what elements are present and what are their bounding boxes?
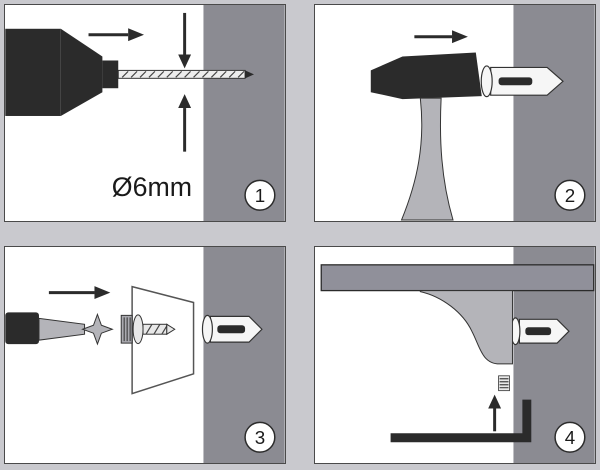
step-badge: 3 [244, 421, 276, 453]
corbel-bracket-icon [419, 290, 513, 365]
wall-anchor-icon [201, 314, 263, 344]
step-3-panel: 3 [4, 246, 286, 464]
step-number: 2 [565, 185, 575, 206]
direction-arrow [48, 286, 111, 300]
step-4-panel: 4 [314, 246, 596, 464]
step-number: 1 [255, 185, 265, 206]
screwdriver-icon [5, 312, 114, 346]
wall-anchor-icon [510, 317, 570, 346]
depth-arrow-up [178, 94, 192, 152]
wall-anchor-icon [480, 65, 564, 98]
drill-bit-icon [117, 69, 254, 79]
diameter-label: Ø6mm [112, 172, 192, 202]
step-1-illustration: Ø6mm 1 [5, 5, 285, 221]
corner-mark-icon [390, 399, 532, 443]
drill-icon [5, 28, 119, 116]
step-1-panel: Ø6mm 1 [4, 4, 286, 222]
hammer-icon [370, 52, 482, 221]
up-arrow [488, 394, 502, 432]
depth-arrow-down [178, 12, 192, 69]
step-3-illustration: 3 [5, 247, 285, 463]
step-number: 4 [565, 427, 575, 448]
small-screw-icon [498, 375, 510, 392]
step-badge: 2 [554, 179, 586, 211]
step-badge: 1 [244, 179, 276, 211]
direction-arrow [414, 30, 468, 44]
step-2-panel: 2 [314, 4, 596, 222]
step-4-illustration: 4 [320, 247, 595, 463]
step-badge: 4 [554, 421, 586, 453]
direction-arrow [88, 28, 145, 42]
step-2-illustration: 2 [370, 5, 595, 221]
shelf-icon [320, 264, 595, 292]
bracket-plate [131, 285, 195, 395]
screw-icon [120, 314, 176, 345]
step-number: 3 [255, 427, 265, 448]
